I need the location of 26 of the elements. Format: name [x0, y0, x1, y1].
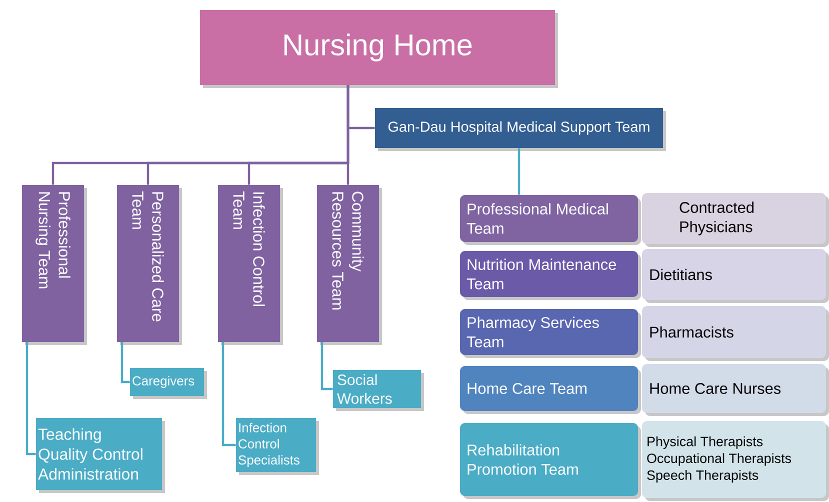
- staff-box: Caregivers: [130, 368, 207, 399]
- staff-box: Social Workers: [333, 370, 424, 411]
- connector-line: [320, 342, 333, 390]
- team-box: Infection Control Team: [218, 185, 283, 345]
- connector-line: [222, 342, 236, 446]
- team-box: Rehabilitation Promotion Team: [460, 423, 641, 499]
- team-box: Professional Nursing Team: [22, 185, 87, 345]
- team-box: Pharmacy Services Team: [460, 309, 641, 358]
- team-box: Home Care Team: [460, 366, 641, 414]
- staff-box: Home Care Nurses: [642, 364, 829, 416]
- staff-box: Physical Therapists Occupational Therapists Speech Therapists: [642, 421, 829, 501]
- staff-box: Pharmacists: [642, 306, 829, 361]
- staff-box: Infection Control Specialists: [236, 418, 319, 475]
- staff-box: Teaching Quality Control Administration: [36, 418, 165, 493]
- team-box: Professional Medical Team: [460, 195, 641, 245]
- team-box: Gan-Dau Hospital Medical Support Team: [375, 108, 666, 151]
- connector-line: [346, 85, 350, 185]
- team-box: Community Resources Team: [317, 185, 382, 345]
- staff-box: Contracted Physicians: [642, 193, 829, 247]
- team-box: Nutrition Maintenance Team: [460, 251, 641, 300]
- staff-box: Dietitians: [642, 249, 829, 303]
- team-box: Personalized Care Team: [117, 185, 182, 345]
- title-box: Nursing Home: [200, 10, 558, 88]
- connector-line: [120, 342, 130, 384]
- connector-line: [518, 148, 520, 195]
- connector-line: [26, 342, 36, 456]
